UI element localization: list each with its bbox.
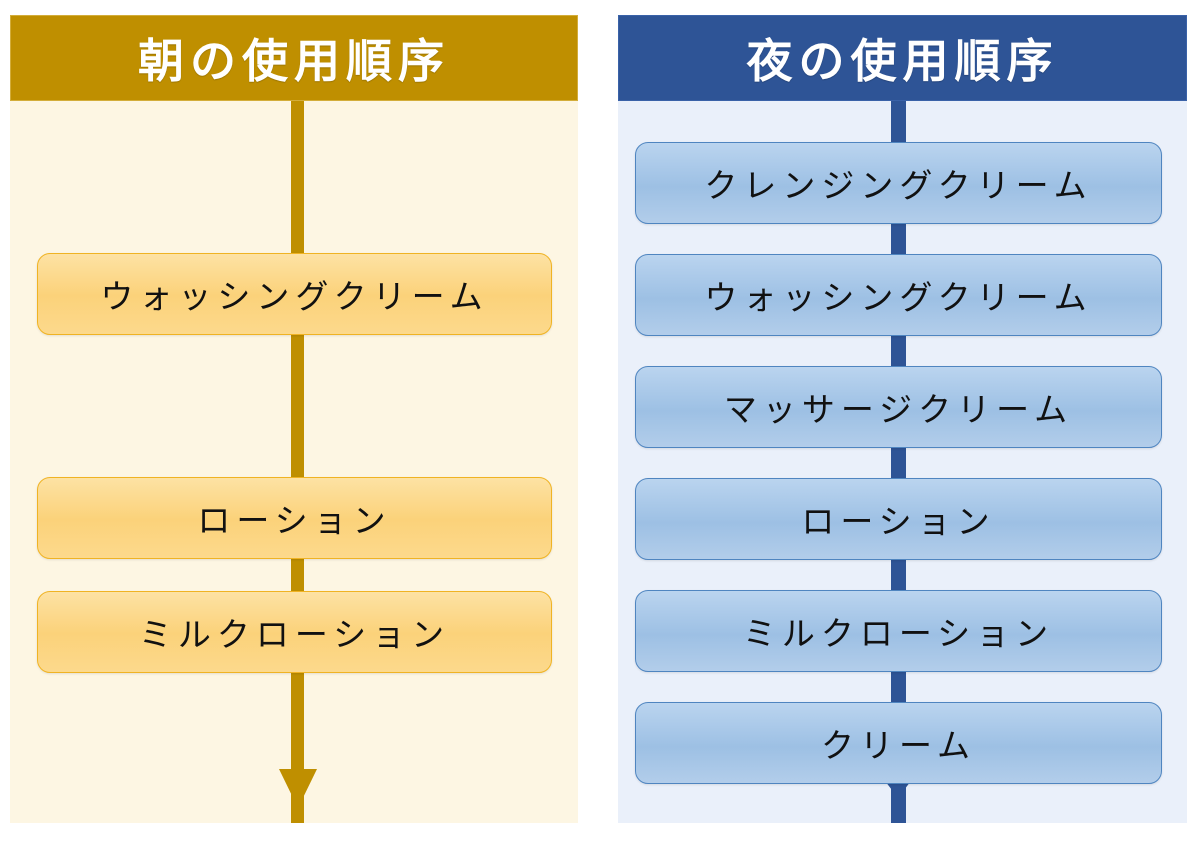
down-arrow-icon-morning	[279, 769, 317, 808]
step-box-morning-1[interactable]: ウォッシングクリーム	[37, 253, 552, 335]
panel-morning: ウォッシングクリーム ローション ミルクローション 朝の使用順序	[10, 15, 578, 823]
panel-night: クレンジングクリーム ウォッシングクリーム マッサージクリーム ローション ミル…	[618, 15, 1187, 823]
step-box-night-2[interactable]: ウォッシングクリーム	[635, 254, 1162, 336]
step-box-night-6[interactable]: クリーム	[635, 702, 1162, 784]
connector-line-morning	[291, 101, 304, 823]
step-box-morning-3[interactable]: ミルクローション	[37, 591, 552, 673]
panel-night-body: クレンジングクリーム ウォッシングクリーム マッサージクリーム ローション ミル…	[618, 101, 1187, 823]
step-box-morning-2[interactable]: ローション	[37, 477, 552, 559]
step-box-night-3[interactable]: マッサージクリーム	[635, 366, 1162, 448]
step-box-night-1[interactable]: クレンジングクリーム	[635, 142, 1162, 224]
step-box-night-4[interactable]: ローション	[635, 478, 1162, 560]
panel-morning-body: ウォッシングクリーム ローション ミルクローション	[10, 101, 578, 823]
panel-night-title: 夜の使用順序	[618, 15, 1187, 101]
step-box-night-5[interactable]: ミルクローション	[635, 590, 1162, 672]
panel-morning-title: 朝の使用順序	[10, 15, 578, 101]
